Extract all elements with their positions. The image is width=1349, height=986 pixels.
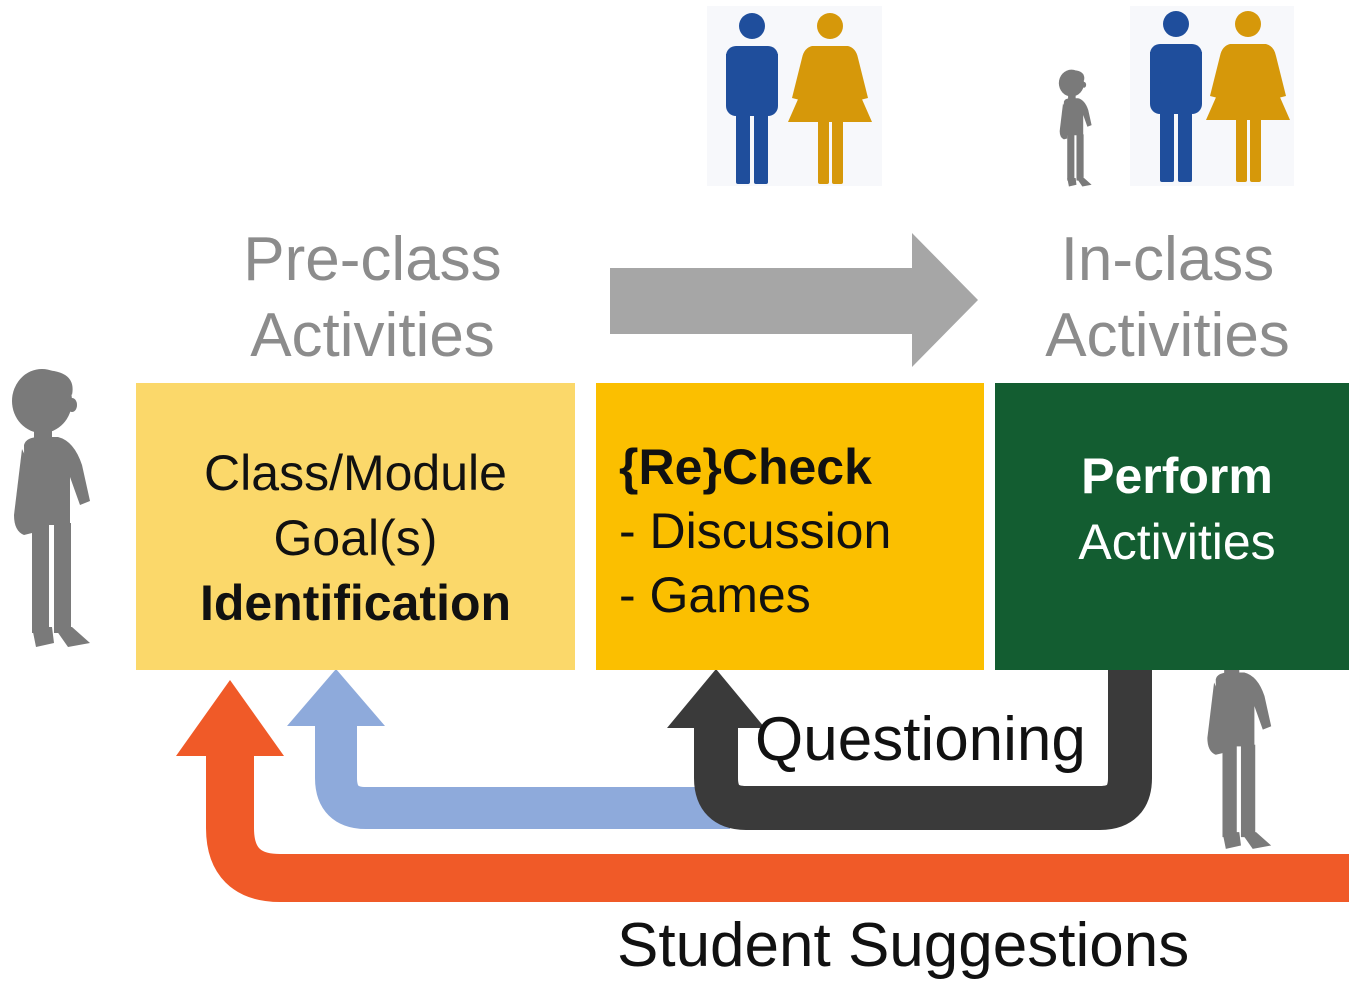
recheck-heading: {Re}Check bbox=[619, 439, 872, 495]
inclass-title-line1: In-class bbox=[1060, 225, 1275, 294]
goals-line3: Identification bbox=[199, 575, 512, 631]
arrow-right-icon bbox=[610, 233, 978, 367]
inclass-title: In-class Activities bbox=[1005, 222, 1330, 374]
preclass-title: Pre-class Activities bbox=[200, 222, 545, 374]
student-icon bbox=[1058, 69, 1092, 187]
student-icon bbox=[12, 369, 90, 647]
questioning-label: Questioning bbox=[755, 705, 1086, 774]
goals-box: Class/Module Goal(s) Identification bbox=[136, 383, 575, 670]
inclass-title-line2: Activities bbox=[1045, 301, 1290, 370]
questioning-arrow bbox=[667, 669, 1152, 830]
recheck-box: {Re}Check - Discussion - Games bbox=[596, 383, 984, 670]
perform-heading: Perform bbox=[1081, 448, 1273, 504]
recheck-item-games: - Games bbox=[619, 567, 811, 623]
goals-line2: Goal(s) bbox=[273, 510, 438, 566]
perform-box: Perform Activities bbox=[995, 383, 1349, 670]
preclass-title-line2: Activities bbox=[250, 301, 495, 370]
student-suggestions-label: Student Suggestions bbox=[617, 911, 1190, 980]
recheck-item-discussion: - Discussion bbox=[619, 503, 892, 559]
student-suggestions-arrow bbox=[176, 680, 1349, 902]
teacher-pair-right bbox=[1058, 6, 1294, 187]
goals-line1: Class/Module bbox=[204, 445, 507, 501]
teacher-pair-top bbox=[707, 6, 882, 186]
blue-feedback-arrow bbox=[287, 669, 730, 829]
preclass-title-line1: Pre-class bbox=[243, 225, 502, 294]
perform-line2: Activities bbox=[1078, 514, 1276, 570]
